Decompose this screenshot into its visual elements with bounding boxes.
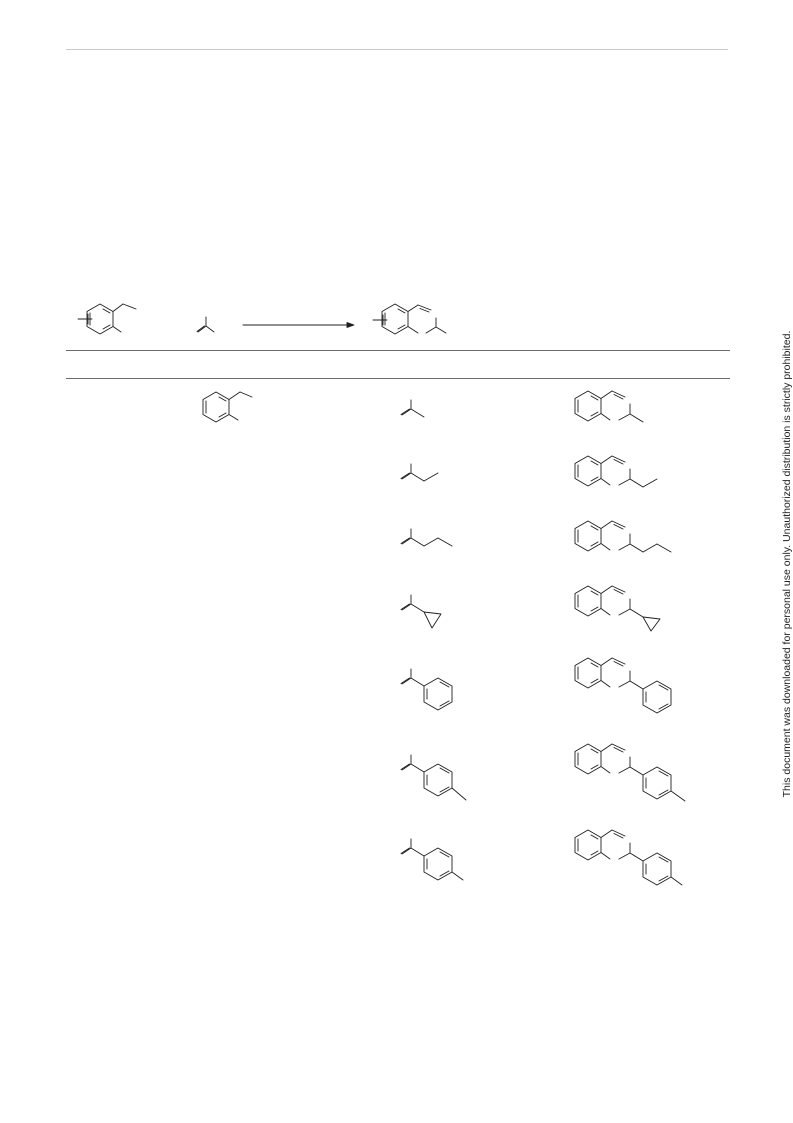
row-4-nitrile [400, 594, 442, 629]
header-rule [66, 49, 728, 50]
row-3-nitrile [400, 528, 453, 547]
row-1-product [574, 390, 644, 423]
row-6-product [574, 743, 686, 802]
row-4-product [574, 585, 661, 632]
row-7-nitrile [400, 838, 464, 881]
row-6-nitrile [400, 754, 467, 801]
scheme-nitrile-reagent [196, 316, 215, 333]
row-5-product [574, 657, 672, 714]
row-2-nitrile [400, 463, 439, 482]
scheme-product-isoquinoline [372, 303, 447, 335]
scheme-starting-arene [77, 303, 137, 335]
row-2-product [574, 455, 658, 488]
table-top-rule [66, 350, 730, 351]
row-7-product [574, 829, 683, 886]
table-header-rule [66, 378, 730, 379]
row-1-nitrile [400, 399, 425, 418]
row-3-product [574, 520, 672, 553]
row-5-nitrile [400, 668, 453, 711]
table-substrate-arene [202, 391, 253, 423]
download-notice: This document was downloaded for persona… [781, 330, 793, 798]
scheme-reaction-arrow [242, 322, 355, 328]
